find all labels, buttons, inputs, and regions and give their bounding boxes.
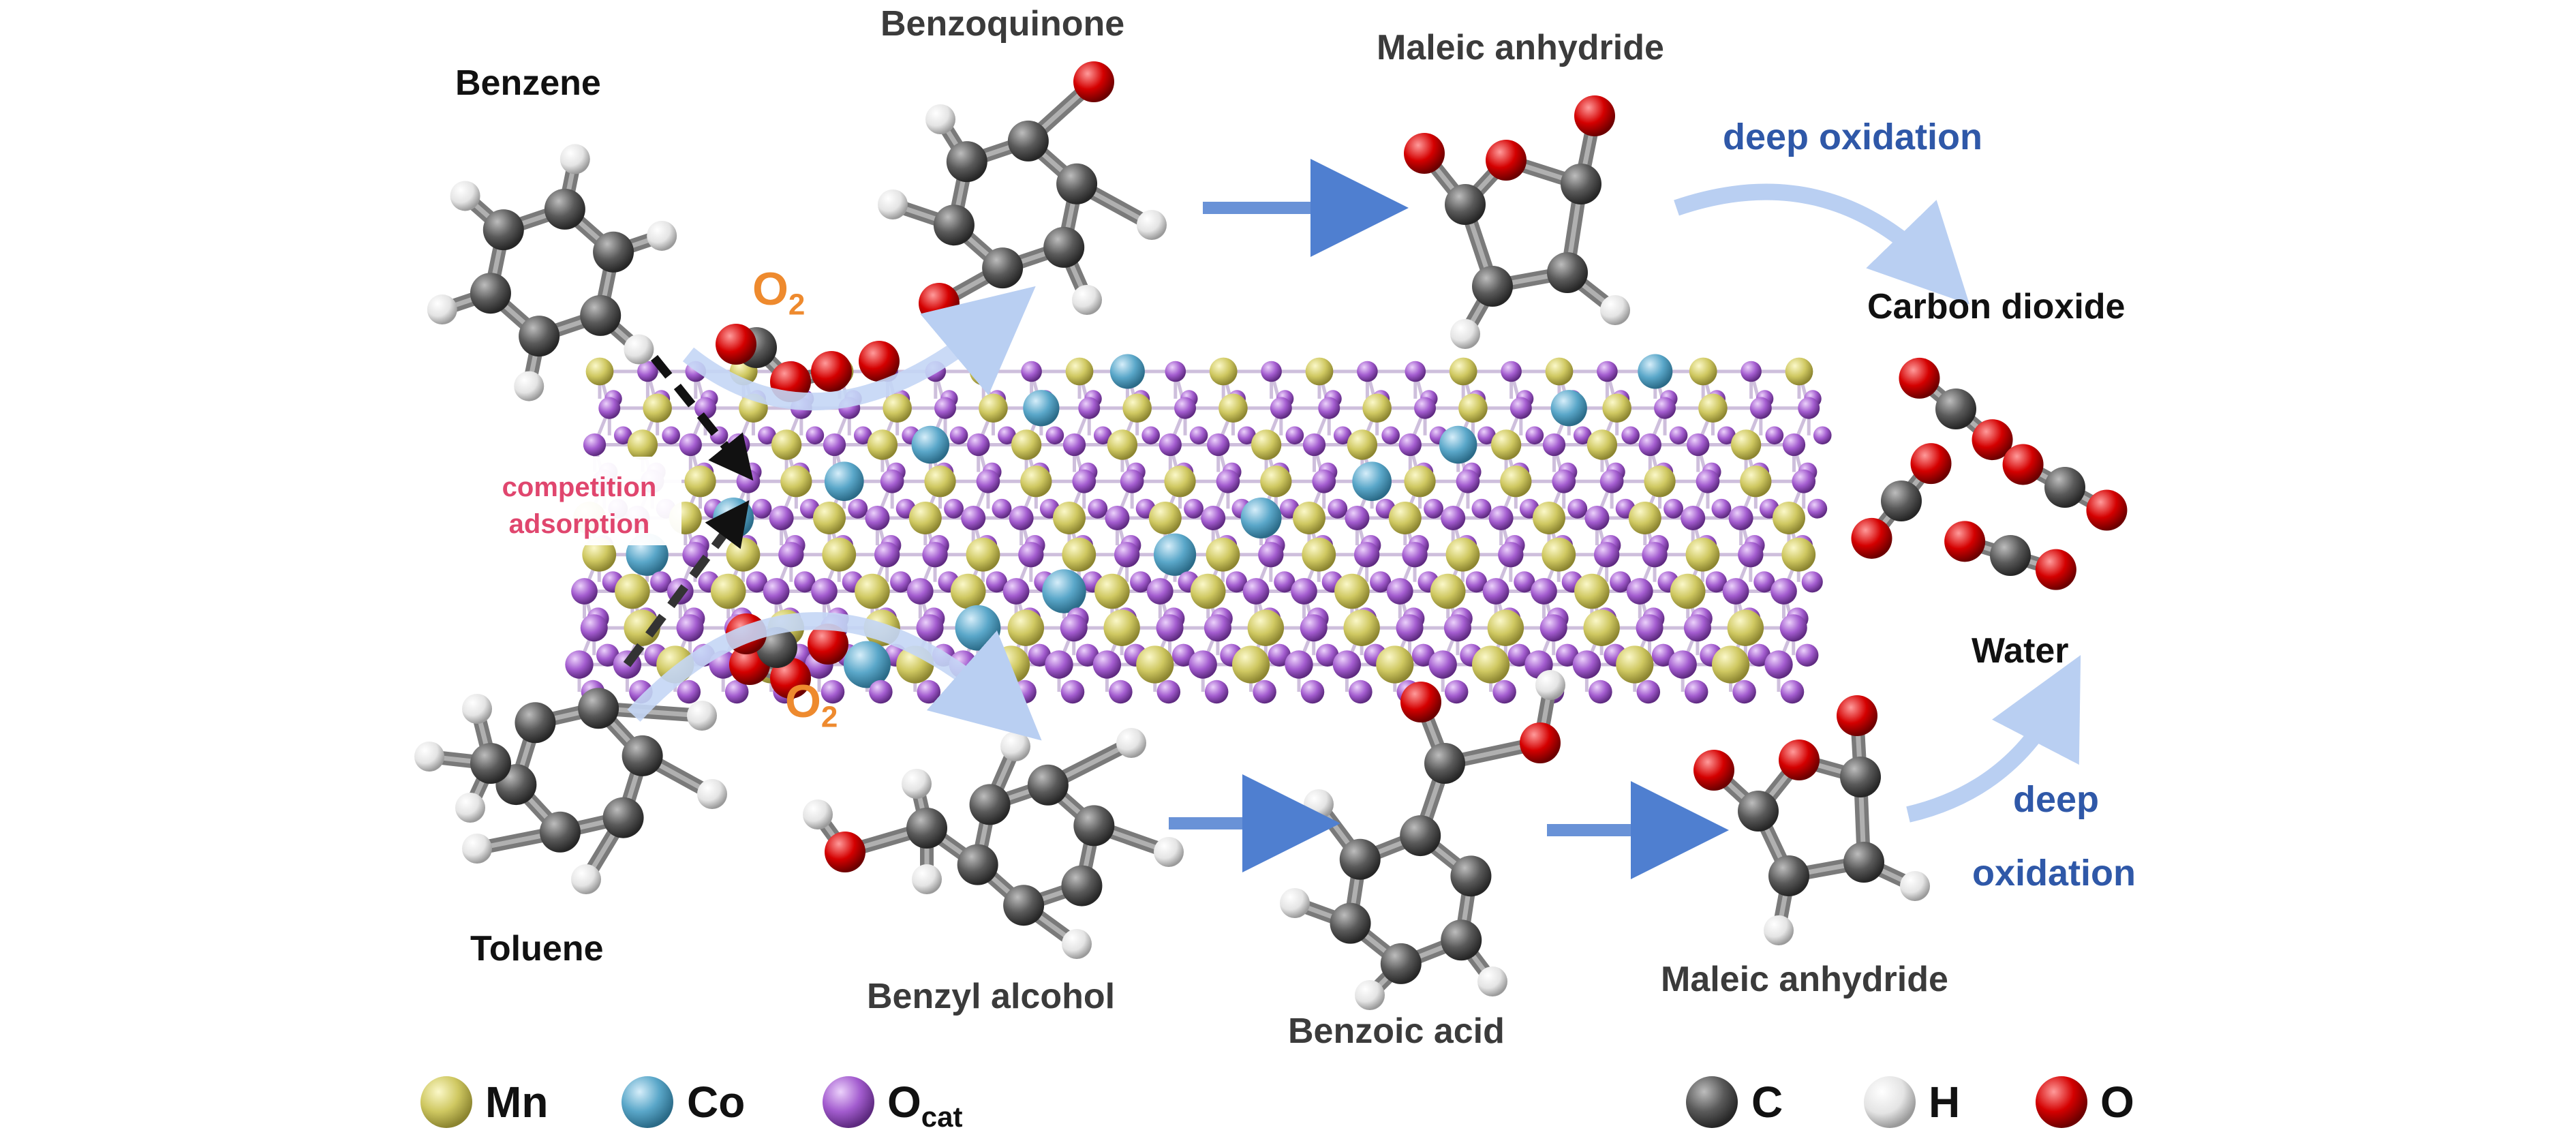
- competition-label-box: [477, 457, 681, 545]
- label-maleic-anhydride-top: Maleic anhydride: [1377, 28, 1664, 67]
- label-oxidation: oxidation: [1972, 853, 2136, 894]
- label-benzoquinone: Benzoquinone: [880, 4, 1125, 44]
- label-adsorption: adsorption: [508, 509, 650, 539]
- competition-arrow-benzene: [650, 354, 754, 481]
- arrow-toluene-adsorb: [627, 612, 1042, 741]
- legend-ball-co: [622, 1076, 673, 1128]
- label-carbon-dioxide: Carbon dioxide: [1867, 287, 2126, 326]
- arrow-benzene-adsorb: [682, 286, 1036, 411]
- label-benzene: Benzene: [455, 63, 601, 103]
- legend: [420, 1076, 2087, 1128]
- competition-arrow-toluene: [623, 500, 750, 667]
- label-deep-oxidation-top: deep oxidation: [1723, 117, 1983, 157]
- reaction-arrows: [623, 159, 2081, 879]
- label-o2-top: O2: [752, 263, 806, 322]
- molecule-benzyl-alcohol: [803, 728, 1184, 959]
- label-water: Water: [1972, 631, 2069, 671]
- legend-label-h: H: [1929, 1078, 1961, 1127]
- legend-ball-c: [1686, 1076, 1738, 1128]
- molecule-benzoquinone: [878, 61, 1167, 324]
- legend-label-c: C: [1751, 1078, 1783, 1127]
- slab-atoms: [565, 354, 1832, 704]
- molecule-benzene: [427, 144, 677, 401]
- label-competition: competition: [502, 472, 657, 502]
- molecule-co2-3: [2002, 444, 2128, 531]
- arrow-deep-oxidation-top: [1674, 183, 1970, 305]
- molecule-maleic-anhydride-top: [1404, 95, 1630, 349]
- molecule-co2-1: [1899, 357, 2013, 461]
- legend-label-o: O: [2100, 1078, 2134, 1127]
- legend-label-co: Co: [687, 1078, 746, 1127]
- molecule-benzoic-acid: [1280, 670, 1565, 1010]
- label-o2-bottom: O2: [785, 675, 838, 734]
- label-benzyl-alcohol: Benzyl alcohol: [867, 977, 1116, 1016]
- arrow-deep-oxidation-bottom: [1906, 655, 2081, 823]
- molecule-maleic-anhydride-bottom: [1693, 695, 1930, 945]
- legend-ball-h: [1864, 1076, 1916, 1128]
- catalyst-slab: [565, 354, 1832, 704]
- molecule-toluene: [414, 688, 727, 894]
- label-benzoic-acid: Benzoic acid: [1288, 1011, 1505, 1051]
- legend-label-mn: Mn: [485, 1078, 549, 1127]
- molecules: [414, 61, 2128, 1010]
- legend-label-ocat: Ocat: [887, 1078, 963, 1133]
- label-deep: deep: [2013, 779, 2100, 820]
- label-maleic-anhydride-bottom: Maleic anhydride: [1661, 960, 1948, 999]
- molecule-co2-2: [1851, 443, 1952, 559]
- label-toluene: Toluene: [470, 929, 604, 969]
- legend-ball-mn: [420, 1076, 472, 1128]
- legend-ball-ocat: [823, 1076, 874, 1128]
- legend-ball-o: [2036, 1076, 2087, 1128]
- molecule-co2-4: [1944, 521, 2076, 590]
